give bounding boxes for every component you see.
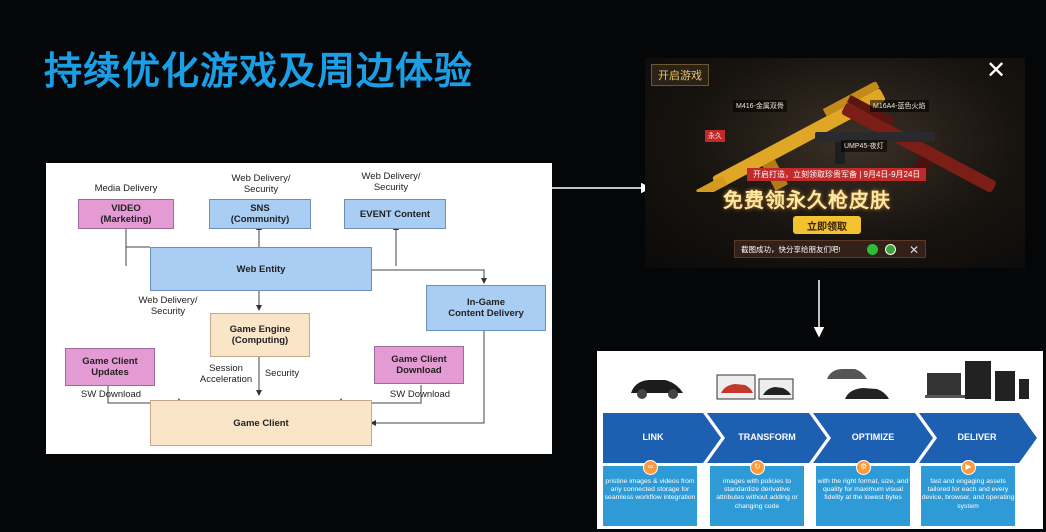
step-transform-shape <box>707 413 827 463</box>
link-icon: ∞ <box>643 460 658 475</box>
workflow-steps <box>603 413 1037 463</box>
ad-date-line: 开启打造，立刻领取珍贵军备 | 9月4日-9月24日 <box>747 168 927 181</box>
label-web-delivery-security-event: Web Delivery/ Security <box>361 171 421 193</box>
claim-button[interactable]: 立即领取 <box>793 216 861 234</box>
moments-icon[interactable] <box>885 244 896 255</box>
step-deliver-shape <box>919 413 1037 463</box>
optimize-icon: ⚙ <box>856 460 871 475</box>
ad-headline: 免费领永久枪皮肤 <box>723 188 891 212</box>
gun-label-2: M16A4-蓝色火焰 <box>870 100 929 112</box>
ad-tag: 开启游戏 <box>651 64 709 86</box>
desc-link: pristine images & videos from any connec… <box>604 478 696 502</box>
gun-label-1: M416-金属双骨 <box>733 100 787 112</box>
box-video-marketing: VIDEO (Marketing) <box>78 199 174 229</box>
label-web-delivery-security-mid: Web Delivery/ Security <box>138 295 198 317</box>
label-session-acceleration: Session Acceleration <box>199 363 253 385</box>
desc-deliver: fast and engaging assets tailored for ea… <box>921 478 1015 510</box>
transform-icon: ↻ <box>750 460 765 475</box>
slide-title: 持续优化游戏及周边体验 <box>44 49 474 93</box>
wechat-icon[interactable] <box>867 244 878 255</box>
image-workflow-panel: LINK TRANSFORM OPTIMIZE DELIVER ∞ pristi… <box>597 351 1043 529</box>
label-media-delivery: Media Delivery <box>94 183 158 194</box>
car-images-optimize <box>827 369 889 399</box>
box-game-client-download: Game Client Download <box>374 346 464 384</box>
devices-deliver <box>925 361 1029 401</box>
permanent-badge: 永久 <box>705 130 725 142</box>
box-in-game-content-delivery: In-Game Content Delivery <box>426 285 546 331</box>
card-deliver: ▶ fast and engaging assets tailored for … <box>921 460 1015 526</box>
down-arrow <box>813 280 825 338</box>
deliver-icon: ▶ <box>961 460 976 475</box>
flow-arrows <box>509 182 652 272</box>
box-event-content: EVENT Content <box>344 199 446 229</box>
card-transform: ↻ images with policies to standardize de… <box>710 460 804 526</box>
step-link: LINK <box>642 432 664 442</box>
box-game-engine: Game Engine (Computing) <box>210 313 310 357</box>
box-sns-community: SNS (Community) <box>209 199 311 229</box>
step-optimize: OPTIMIZE <box>851 432 895 442</box>
gun-label-3: UMP45-夜灯 <box>841 140 887 152</box>
box-game-client-updates: Game Client Updates <box>65 348 155 386</box>
share-bar: 截图成功，快分享给朋友们吧! ✕ <box>734 240 926 258</box>
step-deliver: DELIVER <box>957 432 997 442</box>
share-text: 截图成功，快分享给朋友们吧! <box>741 244 841 254</box>
car-images-transform <box>716 374 794 400</box>
desc-transform: images with policies to standardize deri… <box>716 478 798 510</box>
desc-optimize: with the right format, size, and quality… <box>817 478 909 502</box>
label-security: Security <box>264 368 300 379</box>
popup-close-icon[interactable]: ✕ <box>986 57 1007 84</box>
label-sw-download-left: SW Download <box>80 389 142 400</box>
card-optimize: ⚙ with the right format, size, and quali… <box>816 460 910 526</box>
step-link-shape <box>603 413 721 463</box>
car-image-link <box>631 380 683 399</box>
label-sw-download-right: SW Download <box>389 389 451 400</box>
card-link: ∞ pristine images & videos from any conn… <box>603 460 697 526</box>
box-game-client: Game Client <box>150 400 372 446</box>
step-optimize-shape <box>813 413 933 463</box>
step-transform: TRANSFORM <box>738 432 796 442</box>
architecture-diagram: Media Delivery Web Delivery/ Security We… <box>46 163 552 454</box>
box-web-entity: Web Entity <box>150 247 372 291</box>
game-ad-popup: 开启游戏 M416-金属双骨 M16A4-蓝色火焰 UMP45-夜灯 永久 开启… <box>645 58 1025 268</box>
label-web-delivery-security-top: Web Delivery/ Security <box>231 173 291 195</box>
share-close-icon[interactable]: ✕ <box>908 243 919 257</box>
